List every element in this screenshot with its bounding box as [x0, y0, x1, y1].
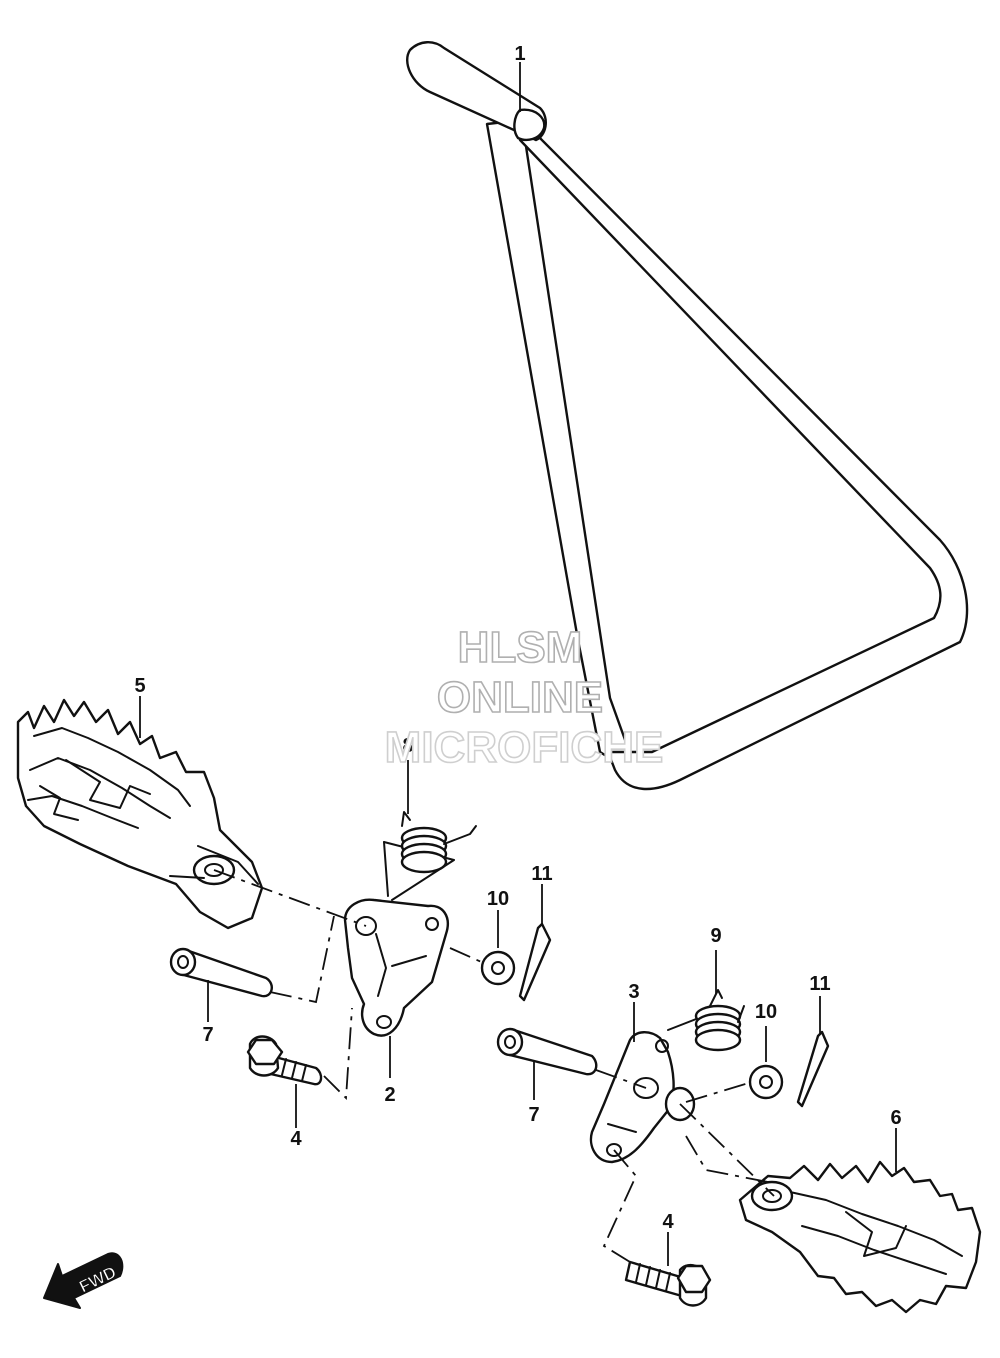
part-bolt-left[interactable]	[246, 1035, 323, 1129]
part-footrest-right[interactable]	[738, 1128, 982, 1314]
callout-2: 2	[384, 1084, 395, 1106]
callout-5: 5	[134, 675, 145, 697]
callout-10-right: 10	[755, 1001, 777, 1023]
callout-7-right: 7	[528, 1104, 539, 1126]
callout-11-right: 11	[809, 973, 830, 995]
callout-9: 9	[710, 925, 721, 947]
callout-11-left: 11	[531, 863, 552, 885]
part-washer-left[interactable]	[480, 910, 516, 986]
callout-10-left: 10	[487, 888, 509, 910]
part-cotter-right[interactable]	[796, 996, 830, 1108]
part-pin-right[interactable]	[496, 1027, 598, 1100]
watermark-line-1: HLSM	[458, 623, 583, 672]
watermark: HLSM ONLINE MICROFICHE	[384, 622, 664, 773]
part-stand[interactable]	[406, 41, 969, 791]
part-bolt-right[interactable]	[624, 1232, 712, 1307]
part-bracket-right[interactable]	[589, 1002, 696, 1164]
callout-labels: 1 2 3 4 4 5 6 7 7 8 9 10 10 11 11	[134, 43, 901, 1233]
part-footrest-left[interactable]	[16, 696, 264, 930]
fwd-arrow-icon: FWD	[43, 1252, 124, 1309]
watermark-line-3: MICROFICHE	[385, 723, 664, 772]
callout-8: 8	[402, 735, 413, 757]
callout-1: 1	[514, 43, 525, 65]
callout-6: 6	[890, 1107, 901, 1129]
callout-3: 3	[628, 981, 639, 1003]
part-cotter-left[interactable]	[518, 884, 552, 1002]
watermark-line-2: ONLINE	[437, 673, 603, 722]
part-pin-left[interactable]	[169, 947, 273, 1022]
callout-4-left: 4	[290, 1128, 302, 1150]
part-spring-right[interactable]	[667, 950, 745, 1052]
callout-7-left: 7	[202, 1024, 213, 1046]
part-washer-right[interactable]	[748, 1026, 784, 1100]
part-spring-left[interactable]	[383, 760, 477, 901]
callout-4-right: 4	[662, 1211, 674, 1233]
assembly-lines	[213, 869, 775, 1263]
part-bracket-left[interactable]	[343, 898, 449, 1078]
